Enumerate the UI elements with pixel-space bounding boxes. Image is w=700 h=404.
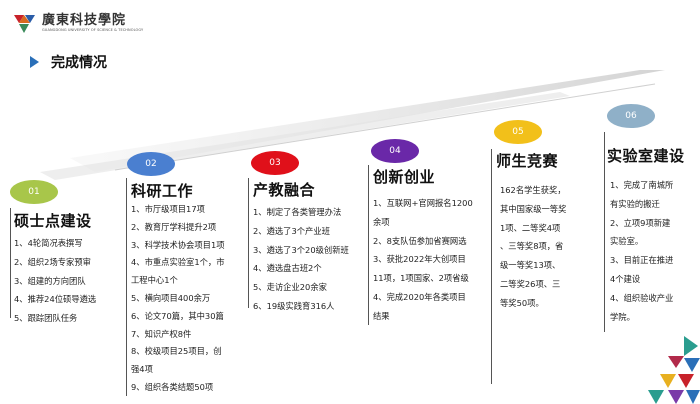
column-divider-line — [491, 149, 492, 384]
logo-english-name: GUANGDONG UNIVERSITY OF SCIENCE & TECHNO… — [42, 27, 144, 32]
list-item: 11项，1项国家、2项省级 — [373, 273, 469, 284]
list-item: 3、遴选了3个20级创新班 — [253, 244, 349, 255]
list-item: 2、组织2场专家预审 — [14, 256, 91, 267]
list-item: 6、19级实践育316人 — [253, 300, 335, 311]
badge-01: 01 — [10, 180, 58, 204]
list-item: 强4项 — [131, 364, 153, 375]
content-master-program: 1、4轮简况表撰写 2、组织2场专家预审 3、组建的方向团队 4、推荐24位硕导… — [14, 234, 96, 328]
list-item: 4、组织验收产业 — [610, 292, 674, 303]
list-item: 余项 — [373, 216, 390, 227]
badge-05: 05 — [494, 120, 542, 144]
list-item: 3、目前正在推进 — [610, 255, 674, 266]
content-research: 1、市厅级项目17项 2、教育厅学科提升2项 3、科学技术协会项目1项 4、市重… — [131, 201, 225, 397]
list-item: 8、校级项目25项目，创 — [131, 346, 222, 357]
heading-innovation: 创新创业 — [373, 168, 436, 186]
logo-emblem-icon — [14, 15, 35, 33]
heading-competition: 师生竞赛 — [496, 152, 559, 170]
list-item: 二等奖26项、三 — [500, 278, 561, 289]
section-title: 完成情况 — [30, 52, 107, 72]
content-competition: 162名学生获奖， 其中国家级一等奖 1项、二等奖4项 、三等奖8项，省 级一等… — [500, 181, 566, 313]
list-item: 4、完成2020年各类项目 — [373, 291, 466, 302]
column-divider-line — [126, 178, 127, 396]
list-item: 4、遴选盘古班2个 — [253, 263, 322, 274]
content-industry-education: 1、制定了各类管理办法 2、遴选了3个产业班 3、遴选了3个20级创新班 4、遴… — [253, 203, 349, 316]
triangle-bullet-icon — [30, 56, 39, 68]
decorative-corner-triangles — [648, 336, 700, 404]
list-item: 1、互联网+官网报名1200 — [373, 198, 473, 208]
heading-laboratory: 实验室建设 — [607, 147, 685, 165]
list-item: 1项、二等奖4项 — [500, 222, 561, 233]
heading-master-program: 硕士点建设 — [14, 212, 92, 230]
list-item: 4、推荐24位硕导遴选 — [14, 294, 97, 305]
column-divider-line — [604, 132, 605, 332]
content-innovation: 1、互联网+官网报名1200 余项 2、8支队伍参加省赛网选 3、获批2022年… — [373, 194, 473, 326]
list-item: 2、教育厅学科提升2项 — [131, 221, 217, 232]
list-item: 3、科学技术协会项目1项 — [131, 239, 225, 250]
list-item: 1、市厅级项目17项 — [131, 204, 205, 214]
list-item: 级一等奖13项、 — [500, 260, 561, 271]
content-laboratory: 1、完成了南城所 有实验的搬迁 2、立项9项新建 实验室。 3、目前正在推进 4… — [610, 176, 673, 326]
list-item: 2、遴选了3个产业班 — [253, 225, 330, 236]
university-logo: 廣東科技學院 GUANGDONG UNIVERSITY OF SCIENCE &… — [12, 10, 143, 36]
list-item: 1、完成了南城所 — [610, 180, 674, 190]
list-item: 6、论文70篇，其中30篇 — [131, 310, 224, 321]
column-divider-line — [248, 178, 249, 308]
list-item: 、三等奖8项，省 — [500, 241, 564, 252]
list-item: 4、市重点实验室1个，市 — [131, 257, 225, 268]
list-item: 7、知识产权8件 — [131, 328, 192, 339]
list-item: 5、跟踪团队任务 — [14, 313, 78, 324]
list-item: 实验室。 — [610, 236, 644, 247]
list-item: 等奖50项。 — [500, 297, 544, 308]
section-title-text: 完成情况 — [51, 55, 107, 71]
heading-research: 科研工作 — [131, 182, 194, 200]
list-item: 5、走访企业20余家 — [253, 282, 327, 293]
list-item: 4个建设 — [610, 273, 641, 284]
badge-06: 06 — [607, 104, 655, 128]
badge-02: 02 — [127, 152, 175, 176]
list-item: 3、组建的方向团队 — [14, 275, 86, 286]
badge-04: 04 — [371, 139, 419, 163]
badge-03: 03 — [251, 151, 299, 175]
list-item: 5、横向项目400余万 — [131, 292, 211, 303]
list-item: 3、获批2022年大创项目 — [373, 254, 466, 265]
heading-industry-education: 产教融合 — [253, 181, 316, 199]
logo-name: 廣東科技學院 — [42, 12, 127, 28]
list-item: 工程中心1个 — [131, 275, 178, 286]
list-item: 1、4轮简况表撰写 — [14, 238, 83, 248]
column-divider-line — [10, 208, 11, 318]
list-item: 2、8支队伍参加省赛网选 — [373, 235, 467, 246]
list-item: 其中国家级一等奖 — [500, 203, 567, 214]
list-item: 162名学生获奖， — [500, 185, 566, 195]
list-item: 9、组织各类结题50项 — [131, 381, 214, 392]
list-item: 结果 — [373, 310, 390, 321]
list-item: 有实验的搬迁 — [610, 198, 660, 209]
list-item: 学院。 — [610, 311, 635, 322]
list-item: 1、制定了各类管理办法 — [253, 207, 342, 217]
column-divider-line — [368, 165, 369, 325]
list-item: 2、立项9项新建 — [610, 217, 671, 228]
